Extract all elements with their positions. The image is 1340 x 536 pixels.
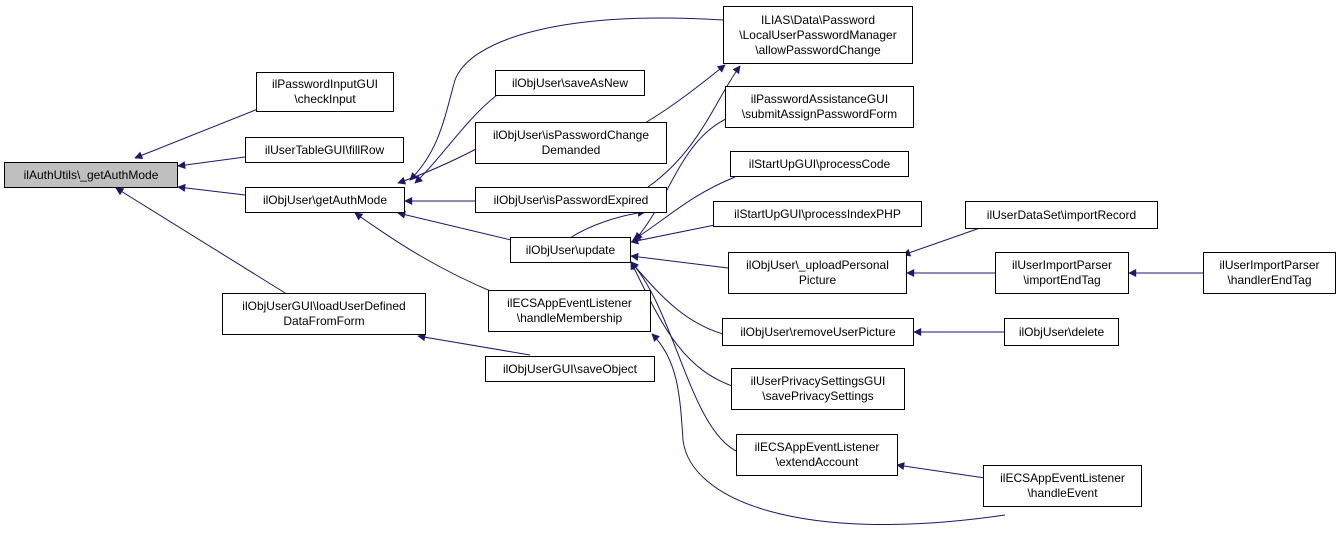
node-update[interactable]: ilObjUser\update	[510, 237, 631, 263]
node-handlerEndTag-line-1: ilUserImportParser	[1219, 258, 1320, 272]
node-removePicture-line-1: ilObjUser\removeUserPicture	[740, 324, 896, 339]
edge-saveObject-to-loadUserDefined	[417, 333, 531, 356]
node-root-line-1: ilAuthUtils\_getAuthMode	[23, 167, 159, 182]
edge-extendAccount-to-update	[630, 261, 739, 453]
edge-getAuthMode-to-root	[177, 183, 246, 196]
node-handleMembership-line-2: \handleMembership	[516, 311, 623, 325]
node-update-line-1: ilObjUser\update	[525, 242, 616, 257]
node-extendAccount-line-2: \extendAccount	[775, 455, 859, 469]
node-uploadPicture[interactable]: ilObjUser\_uploadPersonal Picture	[728, 252, 907, 294]
node-submitAssign-line-2: \submitAssignPasswordForm	[741, 107, 898, 121]
node-handleEvent[interactable]: ilECSAppEventListener \handleEvent	[983, 465, 1142, 507]
node-loadUserDefined-line-1: ilObjUserGUI\loadUserDefined	[242, 299, 406, 313]
node-loadUserDefined[interactable]: ilObjUserGUI\loadUserDefined DataFromFor…	[222, 293, 426, 335]
node-allowPwChange-line-2: \LocalUserPasswordManager	[739, 27, 897, 42]
node-saveAsNew-line-1: ilObjUser\saveAsNew	[511, 75, 629, 90]
edge-isPwChangeDemanded-to-getAuthMode	[397, 147, 479, 185]
node-allowPwChange-line-1: ILIAS\Data\Password	[760, 12, 876, 27]
node-saveObject-line-1: ilObjUserGUI\saveObject	[502, 361, 638, 376]
edge-importRecord-to-uploadPicture	[902, 227, 981, 257]
node-saveAsNew[interactable]: ilObjUser\saveAsNew	[495, 70, 645, 96]
edge-loadUserDefined-to-root	[115, 187, 291, 297]
node-isPwExpired-line-1: ilObjUser\isPasswordExpired	[493, 192, 649, 207]
edge-checkInput-to-root	[134, 108, 259, 160]
edge-fillRow-to-root	[177, 156, 246, 170]
node-uploadPicture-line-1: ilObjUser\_uploadPersonal	[746, 258, 889, 272]
node-checkInput-line-2: \checkInput	[294, 92, 356, 106]
node-isPwChangeDemanded-line-2: Demanded	[541, 143, 601, 157]
node-extendAccount[interactable]: ilECSAppEventListener \extendAccount	[736, 434, 898, 476]
node-importEndTag-line-1: ilUserImportParser	[1011, 258, 1113, 272]
edge-handleMembership-to-getAuthMode	[354, 212, 496, 294]
edge-handleEvent-to-extendAccount	[896, 462, 986, 479]
node-checkInput-line-1: ilPasswordInputGUI	[271, 77, 379, 91]
node-submitAssign[interactable]: ilPasswordAssistanceGUI \submitAssignPas…	[725, 86, 914, 128]
node-deleteUser[interactable]: ilObjUser\delete	[1004, 318, 1119, 346]
edge-submitAssign-to-update	[634, 117, 729, 241]
node-allowPwChange-line-3: \allowPasswordChange	[755, 42, 881, 57]
node-handlerEndTag[interactable]: ilUserImportParser \handlerEndTag	[1203, 252, 1336, 294]
edge-handleEvent-to-handleMembership	[651, 333, 1006, 525]
node-handleMembership[interactable]: ilECSAppEventListener \handleMembership	[488, 290, 651, 332]
edge-allowPwChange-to-getAuthMode	[409, 17, 724, 181]
edge-isPwChangeDemanded-to-allowPwChange	[644, 64, 726, 124]
node-fillRow-line-1: ilUserTableGUI\fillRow	[264, 142, 385, 157]
node-savePrivacy-line-2: \savePrivacySettings	[762, 389, 874, 403]
edge-removePicture-to-update	[630, 261, 731, 337]
node-handleEvent-line-1: ilECSAppEventListener	[1000, 471, 1125, 485]
node-isPwChangeDemanded-line-1: ilObjUser\isPasswordChange	[492, 128, 650, 142]
node-importEndTag-line-2: \importEndTag	[1023, 273, 1101, 287]
node-importEndTag[interactable]: ilUserImportParser \importEndTag	[995, 252, 1129, 294]
edge-isPwExpired-to-allowPwChange	[647, 65, 741, 188]
node-savePrivacy-line-1: ilUserPrivacySettingsGUI	[750, 374, 886, 388]
node-isPwExpired[interactable]: ilObjUser\isPasswordExpired	[475, 187, 667, 213]
edge-savePrivacy-to-update	[630, 261, 739, 389]
node-removePicture[interactable]: ilObjUser\removeUserPicture	[722, 318, 914, 346]
node-root: ilAuthUtils\_getAuthMode	[4, 162, 178, 188]
edge-processCode-to-update	[632, 176, 736, 241]
node-handlerEndTag-line-2: \handlerEndTag	[1227, 273, 1312, 287]
node-processIndexPHP-line-1: ilStartUpGUI\processIndexPHP	[734, 206, 901, 221]
node-checkInput[interactable]: ilPasswordInputGUI \checkInput	[256, 72, 394, 112]
node-deleteUser-line-1: ilObjUser\delete	[1018, 324, 1105, 339]
node-uploadPicture-line-2: Picture	[798, 273, 837, 287]
node-getAuthMode[interactable]: ilObjUser\getAuthMode	[245, 187, 405, 213]
node-savePrivacy[interactable]: ilUserPrivacySettingsGUI \savePrivacySet…	[731, 368, 905, 410]
node-allowPwChange[interactable]: ILIAS\Data\Password \LocalUserPasswordMa…	[723, 6, 913, 64]
node-processCode-line-1: ilStartUpGUI\processCode	[748, 156, 891, 171]
node-handleEvent-line-2: \handleEvent	[1027, 486, 1098, 500]
edge-update-to-getAuthMode	[397, 210, 512, 241]
node-handleMembership-line-1: ilECSAppEventListener	[507, 296, 632, 310]
edge-uploadPicture-to-update	[630, 252, 729, 269]
node-importRecord[interactable]: ilUserDataSet\importRecord	[965, 201, 1158, 229]
node-loadUserDefined-line-2: DataFromForm	[283, 314, 365, 328]
node-processCode[interactable]: ilStartUpGUI\processCode	[730, 151, 909, 177]
edge-update-to-isPwExpired	[569, 208, 646, 239]
node-submitAssign-line-1: ilPasswordAssistanceGUI	[750, 92, 889, 106]
node-processIndexPHP[interactable]: ilStartUpGUI\processIndexPHP	[713, 201, 922, 227]
edge-processIndexPHP-to-update	[630, 224, 716, 245]
node-extendAccount-line-1: ilECSAppEventListener	[754, 440, 880, 454]
node-importRecord-line-1: ilUserDataSet\importRecord	[986, 207, 1137, 222]
node-getAuthMode-line-1: ilObjUser\getAuthMode	[262, 192, 388, 207]
edge-saveAsNew-to-getAuthMode	[414, 94, 498, 184]
node-fillRow[interactable]: ilUserTableGUI\fillRow	[245, 137, 404, 163]
node-saveObject[interactable]: ilObjUserGUI\saveObject	[485, 356, 655, 382]
node-isPwChangeDemanded[interactable]: ilObjUser\isPasswordChange Demanded	[475, 122, 667, 164]
